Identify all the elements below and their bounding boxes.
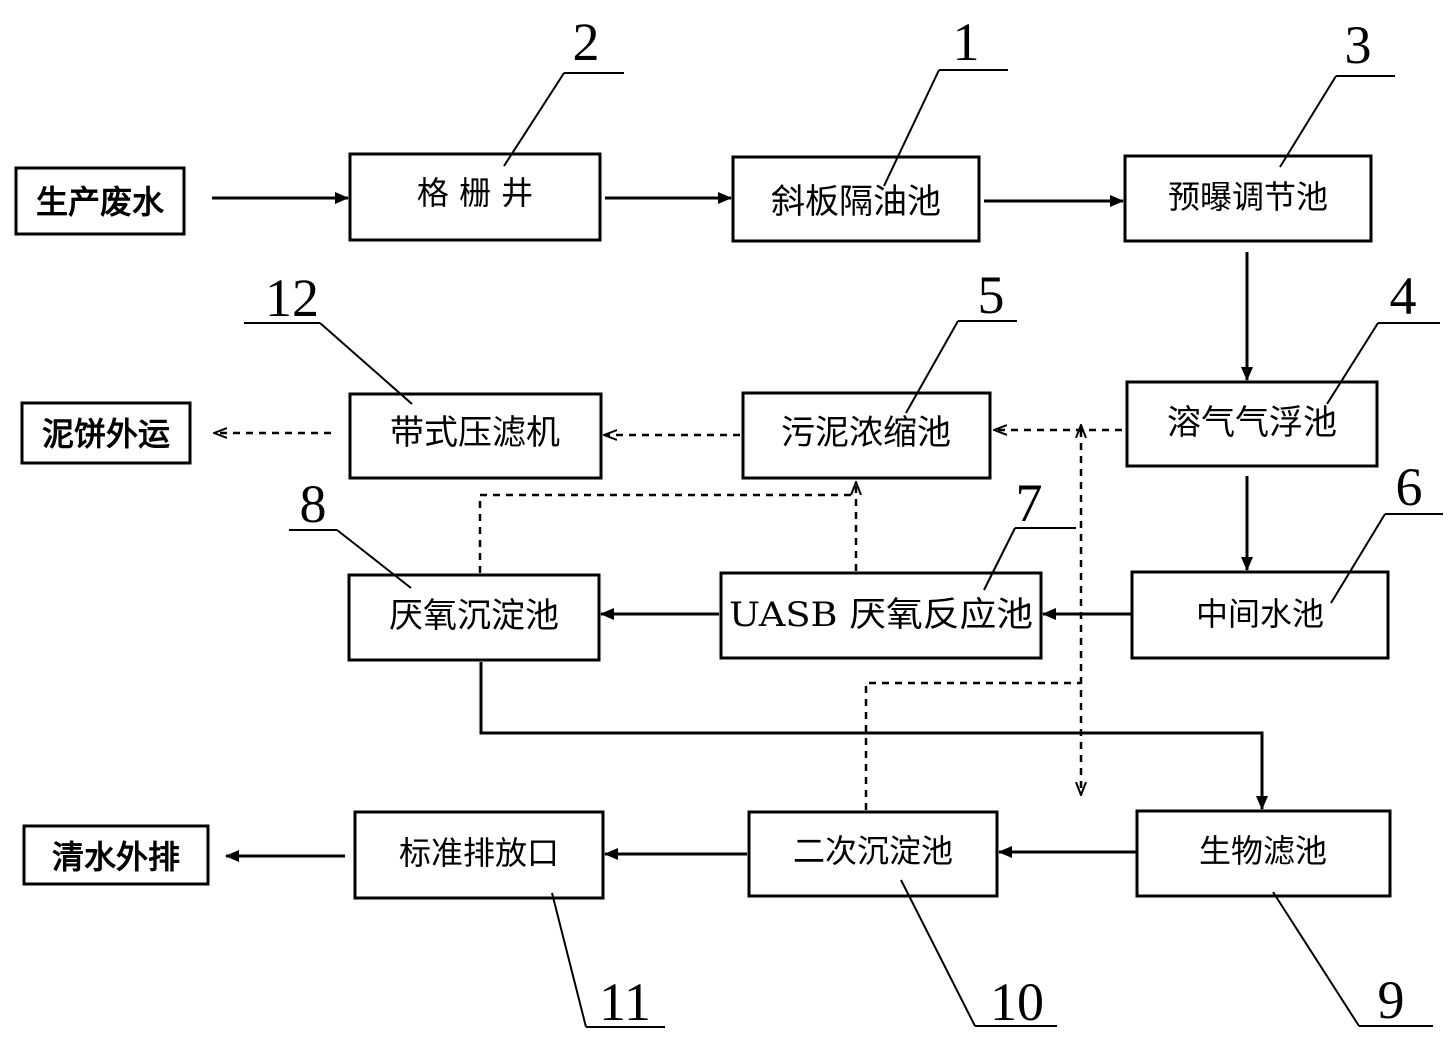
unit-8-label: 厌氧沉淀池 (389, 596, 559, 636)
terminal-clean-out: 清水外排 (22, 824, 210, 886)
unit-9-box: 生物滤池 (1135, 809, 1392, 898)
callout-4-number: 4 (1390, 266, 1417, 326)
sludge-line-u8-to-u5 (478, 493, 856, 573)
callout-1-number: 1 (953, 12, 980, 72)
callout-12: 12 (244, 268, 413, 405)
callout-11-number: 11 (599, 972, 651, 1032)
unit-10-label: 二次沉淀池 (793, 832, 953, 870)
unit-7-label: UASB 厌氧反应池 (729, 595, 1033, 635)
callout-4: 4 (1326, 266, 1440, 405)
flow-arrow-u8-to-u9 (479, 662, 1268, 810)
callout-10: 10 (900, 879, 1057, 1032)
unit-1-label: 斜板隔油池 (771, 182, 941, 222)
unit-3-label: 预曝调节池 (1168, 178, 1328, 216)
terminal-sludge-out-label: 泥饼外运 (42, 415, 170, 453)
unit-7-box: UASB 厌氧反应池 (719, 571, 1043, 660)
unit-6-box: 中间水池 (1130, 570, 1390, 660)
unit-12-label: 带式压滤机 (390, 413, 560, 453)
unit-2-box: 格 栅 井 (348, 152, 602, 242)
unit-1-box: 斜板隔油池 (731, 155, 981, 243)
unit-2-label: 格 栅 井 (417, 174, 533, 212)
callout-12-number: 12 (265, 268, 319, 328)
callout-1: 1 (883, 12, 1008, 187)
callout-10-number: 10 (990, 972, 1044, 1032)
terminal-sludge-out: 泥饼外运 (20, 401, 192, 465)
terminal-input-label: 生产废水 (36, 183, 165, 221)
callout-2-number: 2 (573, 12, 600, 72)
callout-3: 3 (1279, 15, 1395, 168)
callout-7-number: 7 (1016, 473, 1043, 533)
unit-12-box: 带式压滤机 (348, 392, 603, 480)
unit-5-box: 污泥浓缩池 (741, 391, 992, 480)
callout-5-number: 5 (978, 265, 1005, 325)
terminal-clean-out-label: 清水外排 (52, 838, 180, 876)
unit-5-label: 污泥浓缩池 (781, 413, 951, 453)
callout-9-number: 9 (1378, 970, 1405, 1030)
unit-11-label: 标准排放口 (399, 834, 559, 872)
sludge-line-u10-to-trunk (864, 681, 1081, 810)
callout-6: 6 (1330, 457, 1443, 604)
unit-8-box: 厌氧沉淀池 (347, 573, 601, 662)
callout-7: 7 (983, 473, 1076, 591)
callout-9: 9 (1272, 891, 1433, 1030)
unit-4-box: 溶气气浮池 (1125, 380, 1379, 468)
callout-6-number: 6 (1396, 457, 1423, 517)
terminal-input: 生产废水 (14, 166, 186, 236)
unit-4-label: 溶气气浮池 (1167, 403, 1337, 443)
unit-6-label: 中间水池 (1196, 595, 1324, 633)
unit-11-box: 标准排放口 (353, 810, 605, 900)
callout-5: 5 (905, 265, 1017, 414)
callout-11: 11 (551, 892, 665, 1032)
callout-2: 2 (503, 12, 624, 167)
unit-10-box: 二次沉淀池 (747, 810, 999, 898)
callout-3-number: 3 (1345, 15, 1372, 75)
unit-3-box: 预曝调节池 (1123, 154, 1373, 243)
callout-8-number: 8 (300, 474, 327, 534)
unit-9-label: 生物滤池 (1199, 832, 1327, 870)
callout-8: 8 (289, 474, 412, 589)
